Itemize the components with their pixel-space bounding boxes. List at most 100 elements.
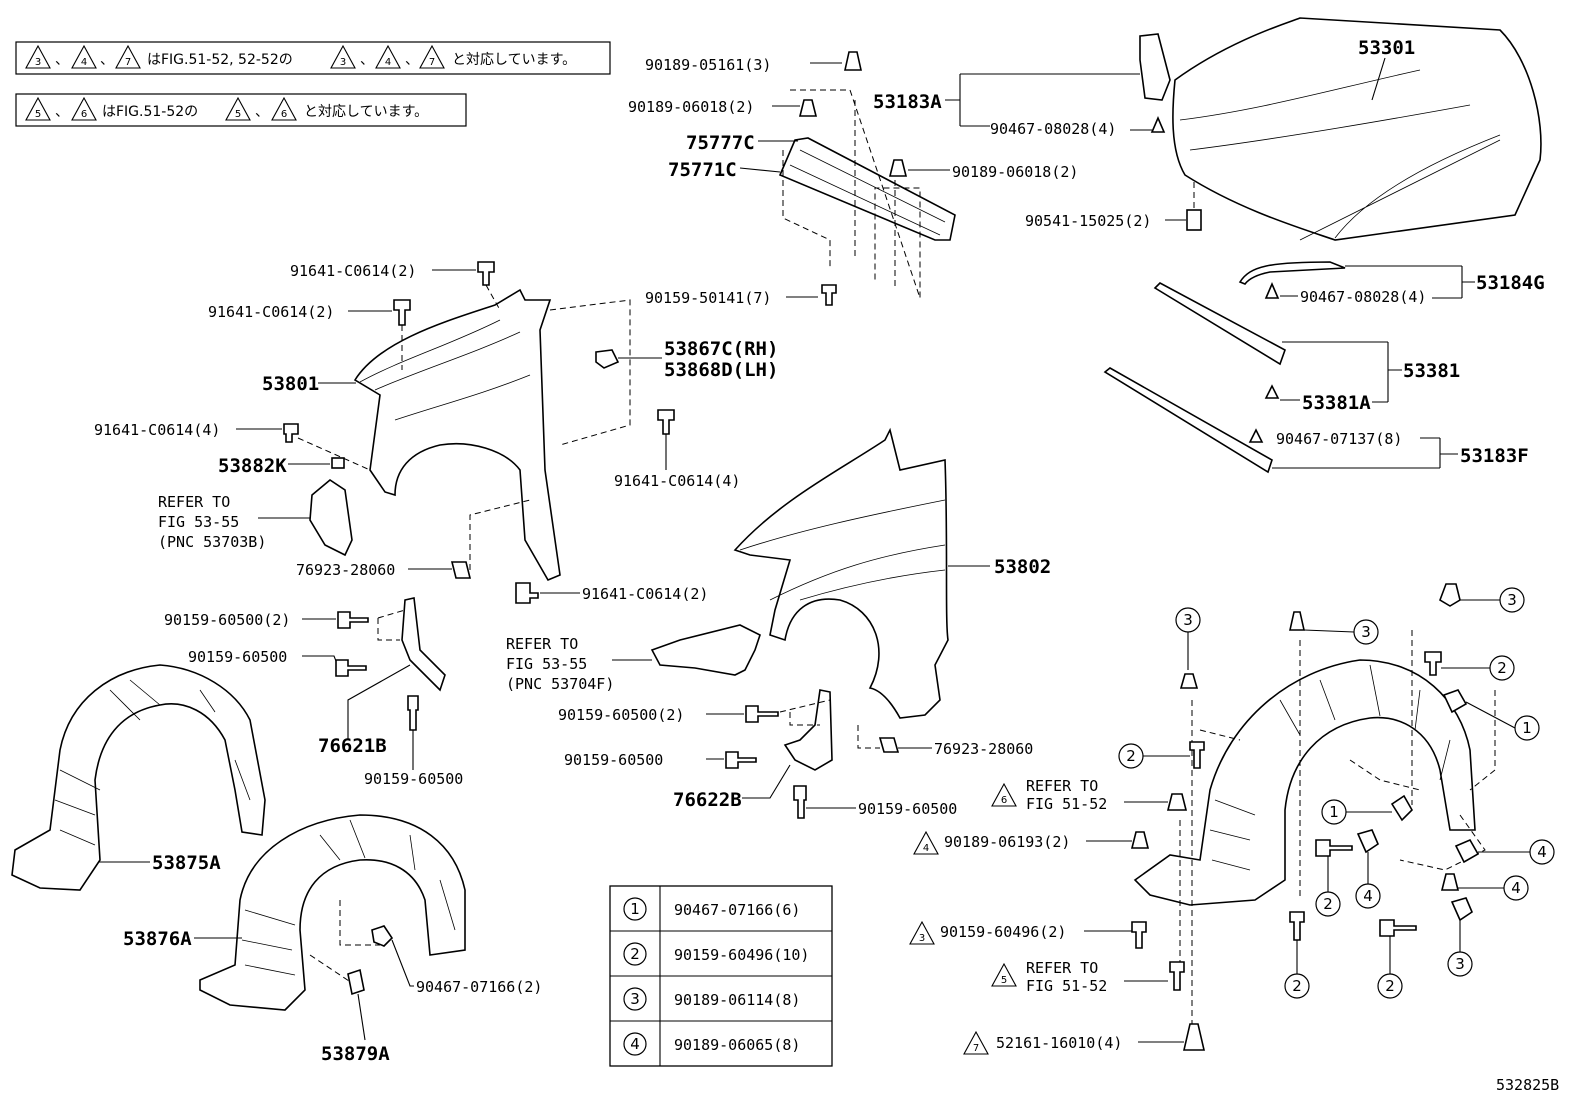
label-90467-07166: 90467-07166(2) xyxy=(416,978,542,996)
bracket-53184G xyxy=(1345,265,1475,299)
clip-4-a xyxy=(1356,829,1379,854)
label-53802: 53802 xyxy=(994,556,1051,578)
label-90189-06193: 90189-06193(2) xyxy=(944,833,1070,851)
clip-3-d xyxy=(1450,897,1473,922)
note1-ref-4: 4 xyxy=(81,57,87,68)
bolt-91641-a xyxy=(477,261,495,286)
callout-1a-leader xyxy=(1465,701,1516,729)
mudguard-76621B xyxy=(401,597,446,692)
bolt-90159-60500-d xyxy=(745,705,779,723)
tri-6-text: 6 xyxy=(1001,795,1007,806)
label-90159-60500-a: 90159-60500(2) xyxy=(164,611,290,629)
clip-90467-08028-b xyxy=(1264,281,1280,299)
note2-sep-2: 、 xyxy=(255,104,269,120)
liner-53875A xyxy=(11,664,266,891)
callout-3c: 3 xyxy=(1499,587,1525,613)
label-90159-50141: 90159-50141(7) xyxy=(645,289,771,307)
label-refer2-a: REFER TO xyxy=(506,635,578,653)
label-refer1-b: FIG 53-55 xyxy=(158,513,239,531)
cushion-90541-15025 xyxy=(1186,209,1202,231)
clip-76923-28060-b xyxy=(878,737,900,753)
callout-2e-text: 2 xyxy=(1385,977,1395,995)
callout-3: 3 xyxy=(1175,607,1201,670)
label-90159-60496: 90159-60496(2) xyxy=(940,923,1066,941)
callout-4c-text: 4 xyxy=(1511,879,1521,897)
dash-76622B xyxy=(779,699,880,749)
tri-4-text: 4 xyxy=(923,843,929,854)
label-refer5-b: FIG 51-52 xyxy=(1026,977,1107,995)
callout-2a: 2 xyxy=(1489,655,1515,681)
bolt-91641-e xyxy=(515,582,539,604)
bolt-90159-60500-c xyxy=(407,695,419,731)
clip-90467-08028-a xyxy=(1150,115,1166,133)
clip-90467-07166 xyxy=(371,925,394,947)
tri-4 xyxy=(913,830,939,855)
dash-91641-c xyxy=(297,437,371,471)
label-76622B: 76622B xyxy=(673,789,742,811)
callout-2c: 2 xyxy=(1315,891,1341,917)
bolt-refer5 xyxy=(1169,961,1185,991)
callout-4a-text: 4 xyxy=(1363,887,1373,905)
tri-3-text: 3 xyxy=(919,933,925,944)
note2-ref-6: 6 xyxy=(81,109,87,120)
dash-76621B xyxy=(377,609,406,641)
callout-3b: 3 xyxy=(1353,619,1379,645)
bolt-2-c xyxy=(1315,839,1353,857)
bolt-90159-60500-f xyxy=(793,785,807,819)
note1-ref-7b: 7 xyxy=(429,57,435,68)
label-53301: 53301 xyxy=(1358,37,1415,59)
clip-52161-16010 xyxy=(1182,1023,1206,1051)
label-52161-16010: 52161-16010(4) xyxy=(996,1034,1122,1052)
tri-7-text: 7 xyxy=(973,1043,979,1054)
label-refer2-c: (PNC 53704F) xyxy=(506,675,614,693)
note2-end: と対応しています。 xyxy=(304,104,428,120)
bolt-91641-c xyxy=(283,423,299,443)
bolt-2-d xyxy=(1289,911,1305,941)
bracket-53704F xyxy=(650,624,761,676)
seal-53183F xyxy=(1103,367,1273,474)
bolt-91641-b xyxy=(393,299,411,326)
label-90541-15025: 90541-15025(2) xyxy=(1025,212,1151,230)
legend-row: 4 90189-06065(8) xyxy=(623,1032,800,1056)
leader-90159-60500-b xyxy=(302,655,339,667)
clip-1-b xyxy=(1390,794,1413,822)
dash-moulding-box xyxy=(782,89,921,299)
leader-76622B xyxy=(742,764,791,799)
clip-76923-28060-a xyxy=(450,561,472,579)
bolt-90159-60500-b xyxy=(335,659,367,677)
callout-3d-text: 3 xyxy=(1455,955,1465,973)
note1-sep-2: 、 xyxy=(100,52,114,68)
note1-ref-3: 3 xyxy=(35,57,41,68)
note2-ref-6b: 6 xyxy=(281,109,287,120)
callout-2e: 2 xyxy=(1377,973,1403,999)
label-90159-60500-d: 90159-60500(2) xyxy=(558,706,684,724)
dash-53876A xyxy=(309,900,380,986)
label-90189-06018-b: 90189-06018(2) xyxy=(952,163,1078,181)
bracket-53183F xyxy=(1272,437,1458,469)
callout-2d-text: 2 xyxy=(1292,977,1302,995)
legend-part: 90189-06065(8) xyxy=(674,1036,800,1054)
tri-5 xyxy=(991,962,1017,987)
mudguard-76622B xyxy=(783,689,833,771)
figure-id: 532825B xyxy=(1496,1076,1559,1094)
bolt-90159-60496 xyxy=(1131,921,1147,949)
callout-1a: 1 xyxy=(1514,715,1540,741)
label-53381: 53381 xyxy=(1403,360,1460,382)
label-90159-60500-f: 90159-60500 xyxy=(858,800,957,818)
label-53876A: 53876A xyxy=(123,928,192,950)
note1-sep-4: 、 xyxy=(405,52,419,68)
callout-1b: 1 xyxy=(1321,799,1347,825)
clip-3-a xyxy=(1179,673,1199,689)
label-refer6-a: REFER TO xyxy=(1026,777,1098,795)
tri-3 xyxy=(909,920,935,945)
bracket-53381 xyxy=(1282,341,1402,403)
clip-53381A xyxy=(1264,384,1280,399)
bolt-2-e xyxy=(1379,919,1417,937)
label-90189-05161: 90189-05161(3) xyxy=(645,56,771,74)
callout-4a: 4 xyxy=(1355,883,1381,909)
liner-right-assembly xyxy=(1133,659,1476,906)
clip-90189-05161 xyxy=(844,51,862,71)
clip-3-c xyxy=(1439,583,1461,607)
legend-row: 2 90159-60496(10) xyxy=(623,942,809,966)
seal-53381-upper xyxy=(1153,282,1286,366)
